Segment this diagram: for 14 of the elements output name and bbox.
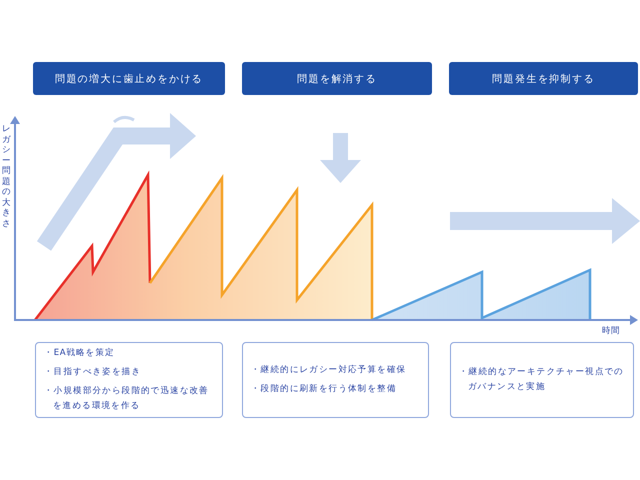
note-card	[35, 342, 223, 418]
note-card	[242, 342, 429, 418]
heading-banner: 問題を解消する	[242, 62, 432, 95]
bullet-text: ・小規模部分から段階的で迅速な改善を進める環境を作る	[44, 384, 210, 413]
axis-title: レガシー問題の大きさ	[2, 124, 11, 229]
bullet-text: ・目指すべき姿を描き	[44, 366, 142, 379]
bullet-text: ・継続的にレガシー対応予算を確保	[251, 364, 408, 377]
heading-banner: 問題の増大に歯止めをかける	[33, 62, 225, 95]
note-card	[450, 342, 634, 418]
bullet-text: ・EA戦略を策定	[44, 346, 116, 360]
heading-banner: 問題発生を抑制する	[449, 62, 638, 95]
axis-title: 時間	[602, 325, 620, 337]
bullet-text: ・段階的に刷新を行う体制を整備	[251, 383, 398, 396]
bullet-text: ・継続的なアーキテクチャー視点でのガバナンスと実施	[459, 366, 625, 394]
